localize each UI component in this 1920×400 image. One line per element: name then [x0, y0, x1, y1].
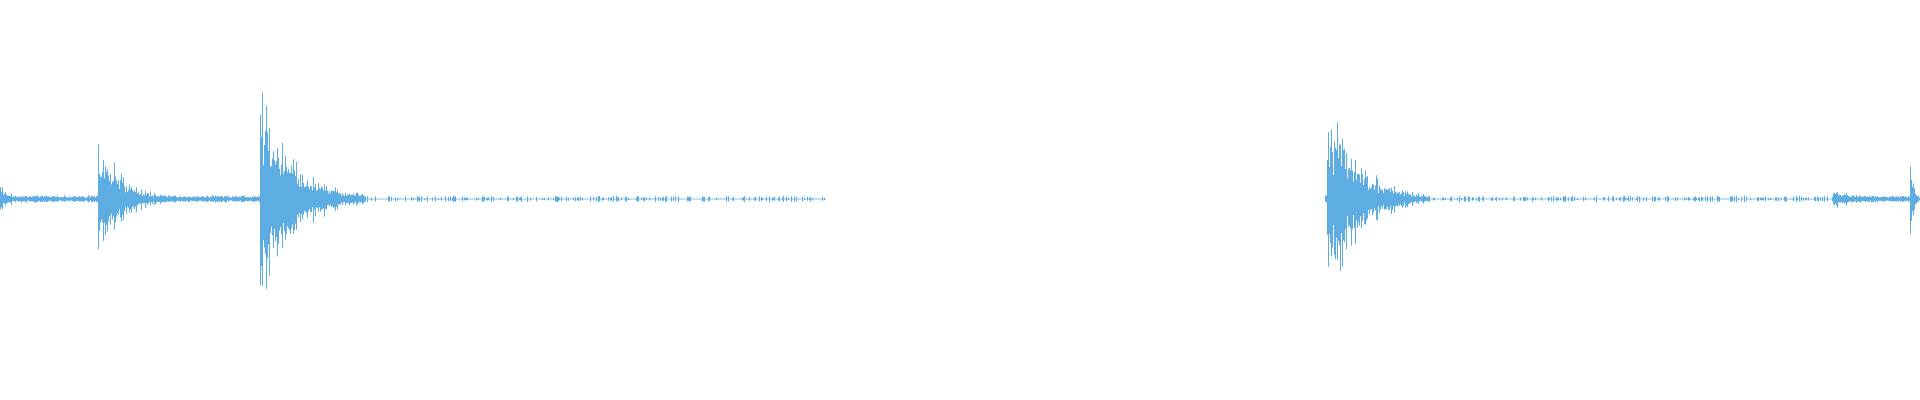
waveform-amplitude-path: [0, 92, 1920, 289]
waveform-samples: [0, 92, 1920, 289]
